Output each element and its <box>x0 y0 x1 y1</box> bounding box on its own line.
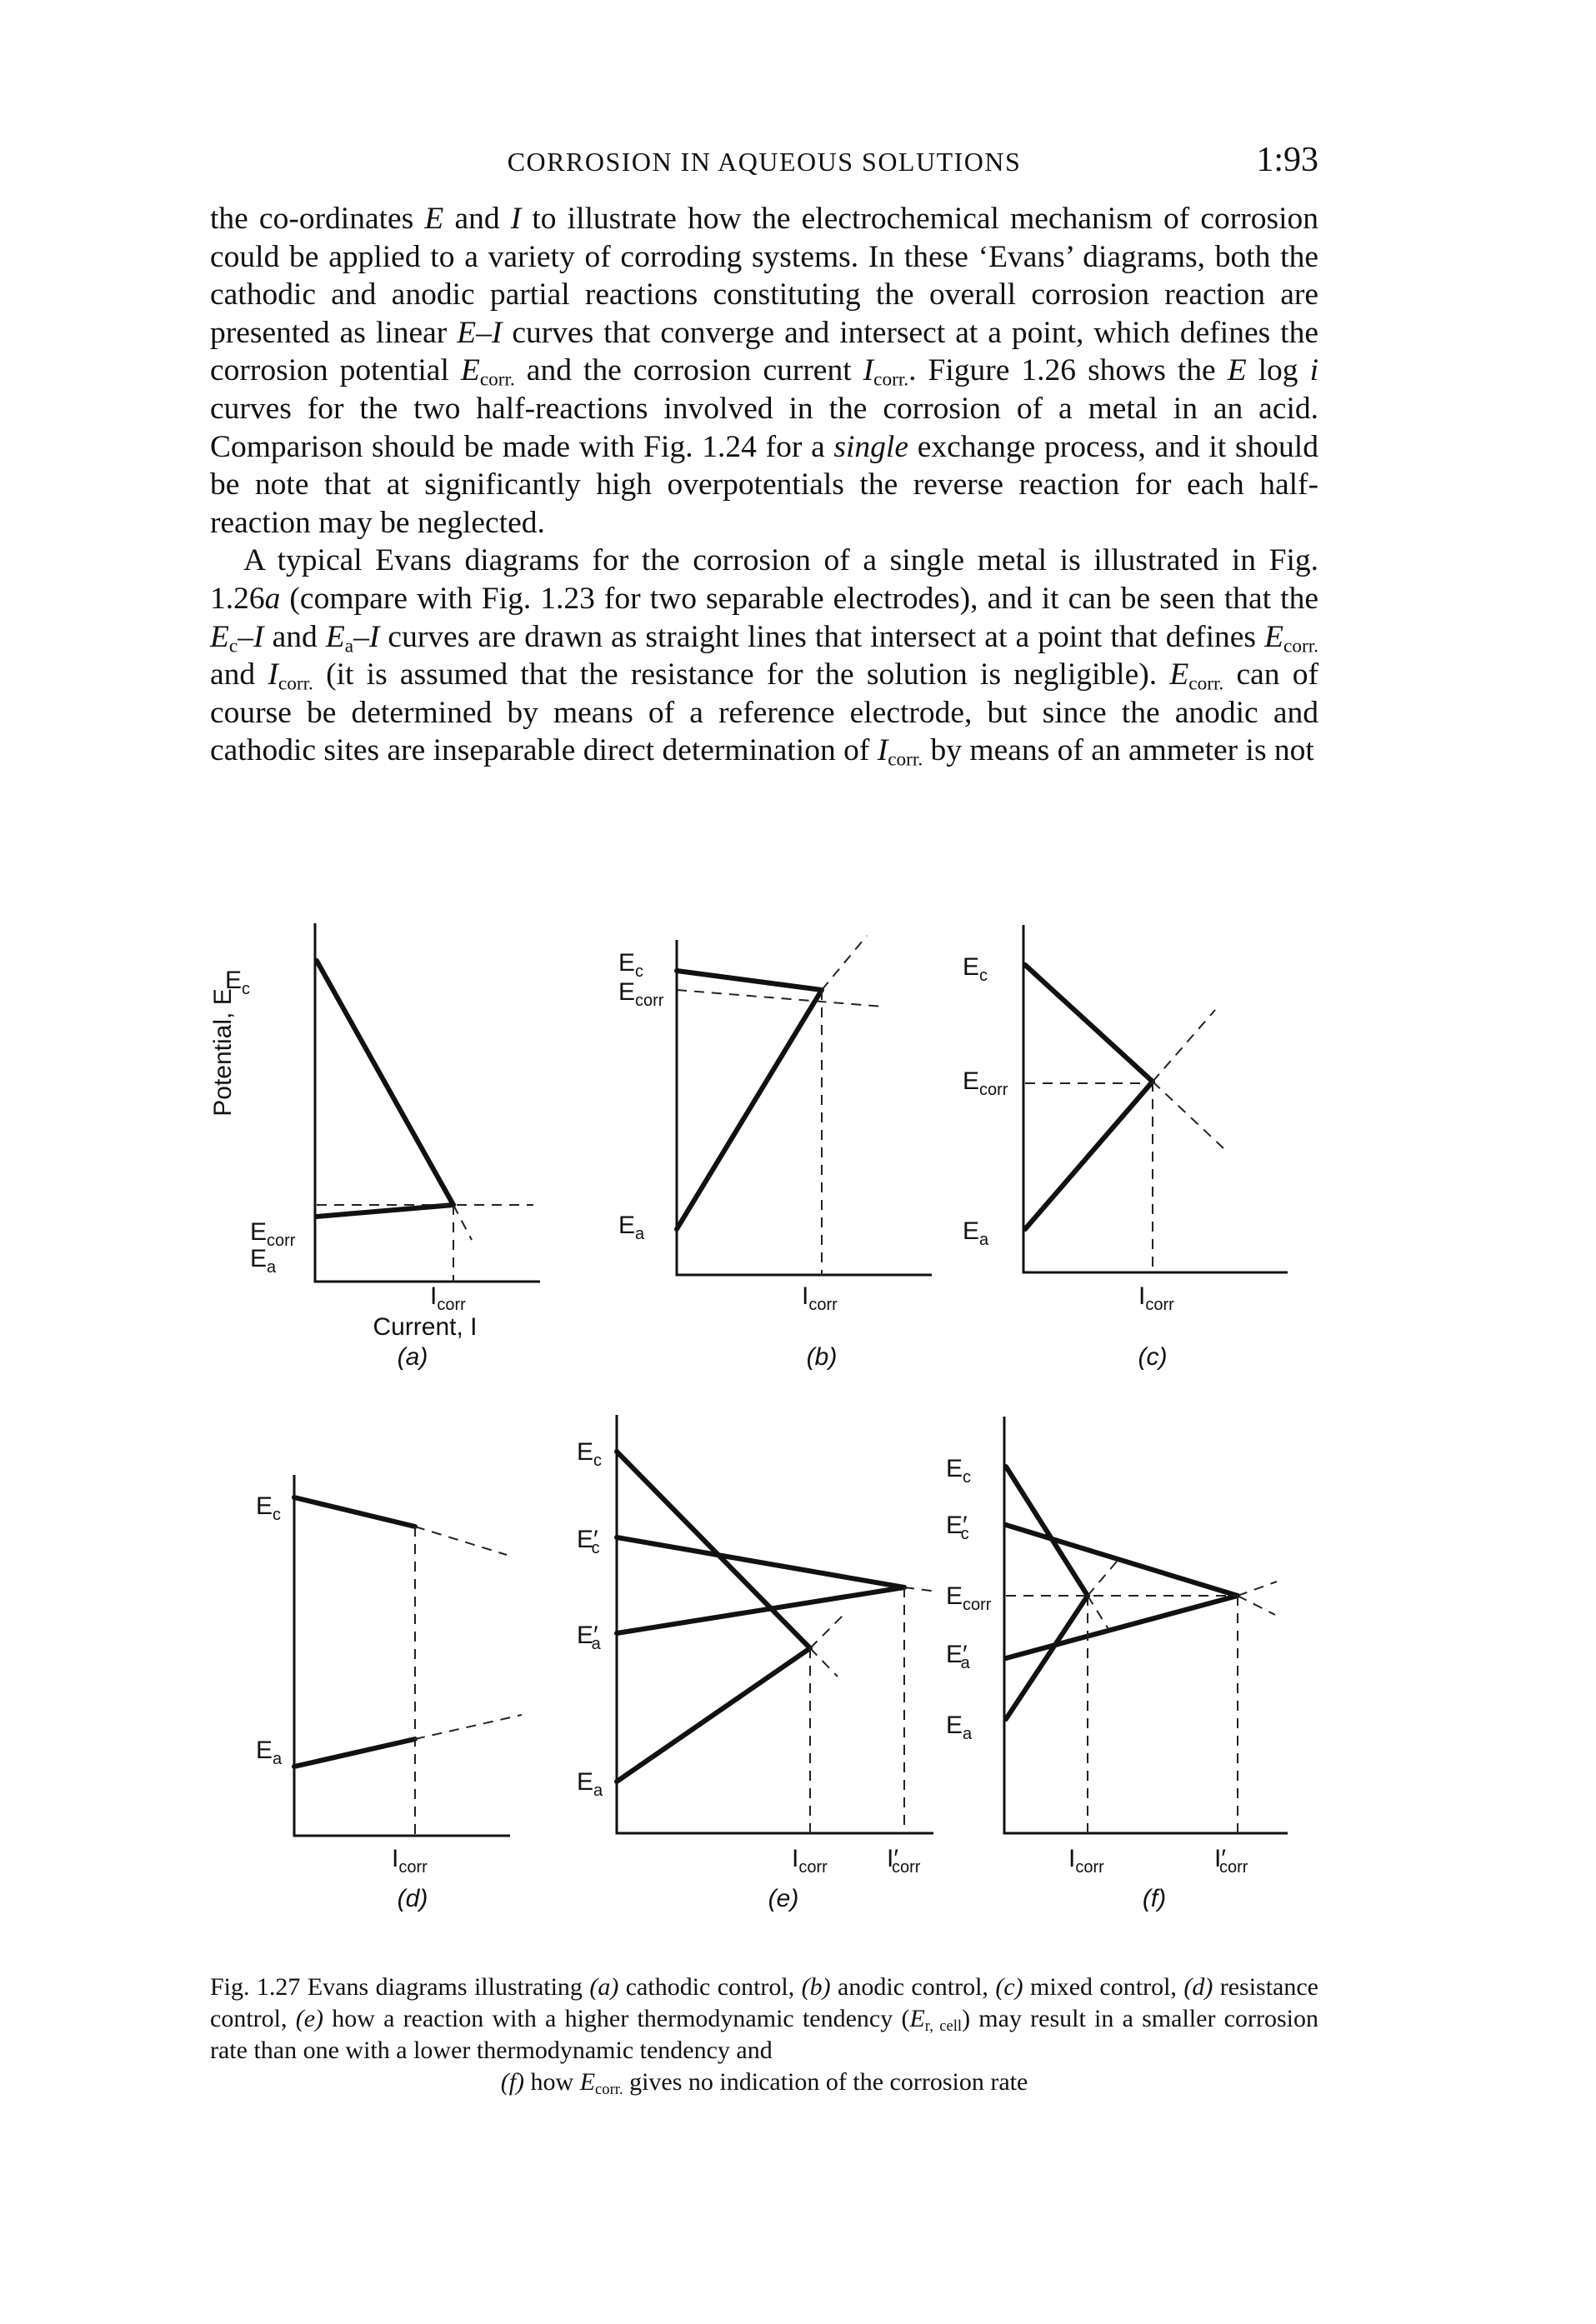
label-icorr: Icorr <box>1138 1282 1174 1314</box>
panel-c: Ec Ecorr Ea Icorr (c) <box>963 925 1288 1371</box>
axes <box>313 923 540 1283</box>
cathodic-line <box>292 1495 418 1529</box>
caption-line-1: Fig. 1.27 Evans diagrams illustrating (a… <box>210 1973 1318 2064</box>
cathodic-line <box>674 968 824 992</box>
caption-line-2: (f) how Ecorr. gives no indication of th… <box>500 2068 1028 2099</box>
cathodic-extension <box>809 1647 838 1677</box>
cathodic-extension <box>1152 1081 1224 1149</box>
label-ec: Ec <box>946 1455 971 1487</box>
paragraph-2: A typical Evans diagrams for the corrosi… <box>210 543 1318 771</box>
y-axis-label: Potential, E <box>209 988 237 1116</box>
label-icorr: Icorr <box>1068 1845 1104 1877</box>
prime-extension <box>903 1587 938 1592</box>
panel-a: Ec Ecorr Ea Icorr Potential, E Current, … <box>209 923 540 1371</box>
label-ec: Ec <box>618 949 643 981</box>
label-ec: Ec <box>225 967 250 998</box>
label-ea-prime: E′a <box>577 1622 602 1653</box>
panel-d: Ec Ea Icorr (d) <box>256 1475 523 1912</box>
cathodic-extension <box>1087 1595 1109 1630</box>
body-text: the co-ordinates E and I to illustrate h… <box>210 200 1318 770</box>
anodic-line <box>1023 1079 1155 1232</box>
label-ecorr: Ecorr <box>250 1218 296 1250</box>
label-ecorr: Ecorr <box>963 1067 1008 1099</box>
label-icorr-prime: I′corr <box>1214 1845 1248 1877</box>
panel-letter: (c) <box>1138 1343 1168 1371</box>
cathodic-extension <box>453 1204 473 1241</box>
cathodic-extension <box>414 1526 508 1556</box>
label-ea: Ea <box>256 1737 283 1768</box>
cathodic-prime-line <box>1003 1522 1240 1598</box>
anodic-extension <box>414 1714 523 1740</box>
anodic-line <box>674 987 824 1232</box>
label-ec-prime: E′c <box>577 1526 600 1557</box>
anodic-extension <box>1152 1009 1216 1082</box>
panel-letter: (e) <box>768 1885 799 1912</box>
axes <box>675 940 932 1277</box>
label-icorr: Icorr <box>392 1845 428 1877</box>
figure-caption: Fig. 1.27 Evans diagrams illustrating (a… <box>210 1972 1318 2098</box>
label-ecorr: Ecorr <box>946 1582 992 1614</box>
axes <box>615 1415 933 1835</box>
label-icorr-prime: I′corr <box>887 1845 921 1877</box>
panel-letter: (b) <box>807 1343 838 1371</box>
label-ecorr: Ecorr <box>618 978 664 1010</box>
label-ea-prime: E′a <box>946 1641 971 1672</box>
label-icorr: Icorr <box>792 1845 828 1877</box>
axes <box>1022 925 1288 1274</box>
cathodic-line <box>314 958 456 1207</box>
label-ec-prime: E′c <box>946 1512 969 1543</box>
label-ec: Ec <box>577 1438 602 1470</box>
label-ea: Ea <box>618 1212 645 1243</box>
paragraph-1: the co-ordinates E and I to illustrate h… <box>210 202 1318 540</box>
label-ec: Ec <box>256 1492 281 1524</box>
axes <box>293 1475 510 1837</box>
anodic-line <box>1003 1593 1090 1722</box>
label-ea: Ea <box>250 1245 277 1277</box>
panel-e: Ec E′c E′a Ea Icorr I′corr (e) <box>577 1415 938 1912</box>
panel-letter: (f) <box>1143 1885 1166 1912</box>
page-number: 1:93 <box>1256 141 1318 179</box>
anodic-extension <box>821 935 868 991</box>
axes <box>1003 1417 1288 1835</box>
anodic-prime-line <box>1003 1593 1240 1661</box>
panel-letter: (d) <box>398 1885 428 1912</box>
anodic-line <box>292 1737 418 1769</box>
label-ea: Ea <box>963 1217 989 1249</box>
label-ea: Ea <box>577 1768 603 1800</box>
x-axis-label: Current, I <box>373 1313 477 1341</box>
anodic-extension <box>1087 1556 1122 1597</box>
label-ec: Ec <box>963 953 988 985</box>
cathodic-line <box>1003 1464 1090 1598</box>
anodic-line <box>314 1202 456 1219</box>
cathodic-line <box>614 1449 813 1651</box>
label-ea: Ea <box>946 1712 973 1743</box>
page-header: CORROSION IN AQUEOUS SOLUTIONS 1:93 <box>210 140 1318 190</box>
cathodic-prime-line <box>614 1535 907 1590</box>
label-icorr: Icorr <box>430 1282 466 1314</box>
label-icorr: Icorr <box>802 1282 838 1314</box>
anodic-extension <box>809 1612 847 1649</box>
cathodic-line <box>1023 962 1155 1084</box>
anodic-line <box>614 1646 813 1784</box>
running-title: CORROSION IN AQUEOUS SOLUTIONS <box>507 147 1022 177</box>
figure-1-27: Ec Ecorr Ea Icorr Potential, E Current, … <box>209 923 1288 1912</box>
panel-b: Ec Ecorr Ea Icorr (b) <box>618 935 932 1371</box>
prime-extension-up <box>1237 1581 1278 1597</box>
panel-f: Ec E′c Ecorr E′a Ea Icorr I′corr (f) <box>946 1417 1288 1912</box>
ecorr-guide <box>676 989 884 1007</box>
anodic-prime-line <box>614 1585 907 1636</box>
prime-extension-down <box>1237 1595 1276 1616</box>
panel-letter: (a) <box>398 1343 428 1371</box>
